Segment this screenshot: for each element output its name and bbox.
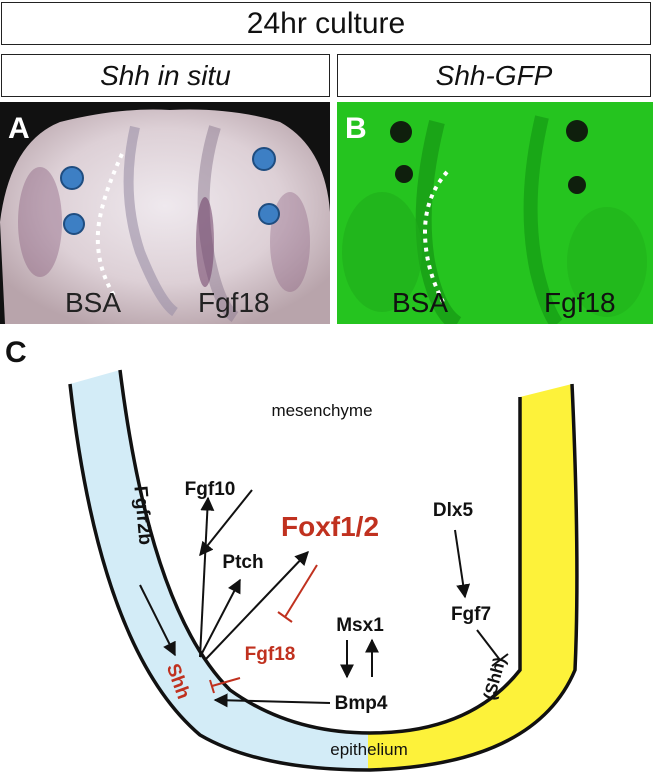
mesenchyme-label: mesenchyme	[271, 401, 372, 420]
fgfr2b-node: Fgfr2b	[129, 485, 155, 546]
panel-b-letter: B	[345, 112, 367, 145]
panel-a-fgf18-label: Fgf18	[198, 287, 270, 318]
figure-title: 24hr culture	[1, 2, 651, 45]
epithelium-label: epithelium	[330, 740, 408, 759]
bead-markers	[390, 120, 588, 194]
epithelium-band-yellow	[368, 384, 577, 770]
msx1-node: Msx1	[336, 615, 384, 636]
panel-a-image: A BSA Fgf18	[0, 102, 330, 324]
panel-a-bsa-label: BSA	[65, 287, 122, 318]
signaling-diagram: mesenchyme Fgf10 Fgfr2b Ptch Foxf1/2 Fgf…	[68, 369, 579, 772]
epithelium-band-blue	[70, 370, 368, 770]
panel-a-caption: Shh in situ	[1, 54, 330, 97]
panel-b-fgf18-label: Fgf18	[544, 287, 616, 318]
bmp4-node: Bmp4	[335, 693, 388, 714]
fgf10-node: Fgf10	[185, 479, 236, 500]
panel-a-letter: A	[8, 112, 30, 145]
panel-b-caption: Shh-GFP	[337, 54, 651, 97]
panel-b-image: B BSA Fgf18	[337, 102, 653, 324]
panel-c-letter: C	[5, 336, 27, 369]
fgf18-node: Fgf18	[245, 644, 296, 665]
dlx5-node: Dlx5	[433, 500, 474, 521]
panel-b-bsa-label: BSA	[392, 287, 449, 318]
foxf-node: Foxf1/2	[281, 511, 379, 542]
bead-markers	[60, 147, 280, 235]
ptch-node: Ptch	[222, 552, 263, 573]
fgf7-node: Fgf7	[451, 604, 491, 625]
